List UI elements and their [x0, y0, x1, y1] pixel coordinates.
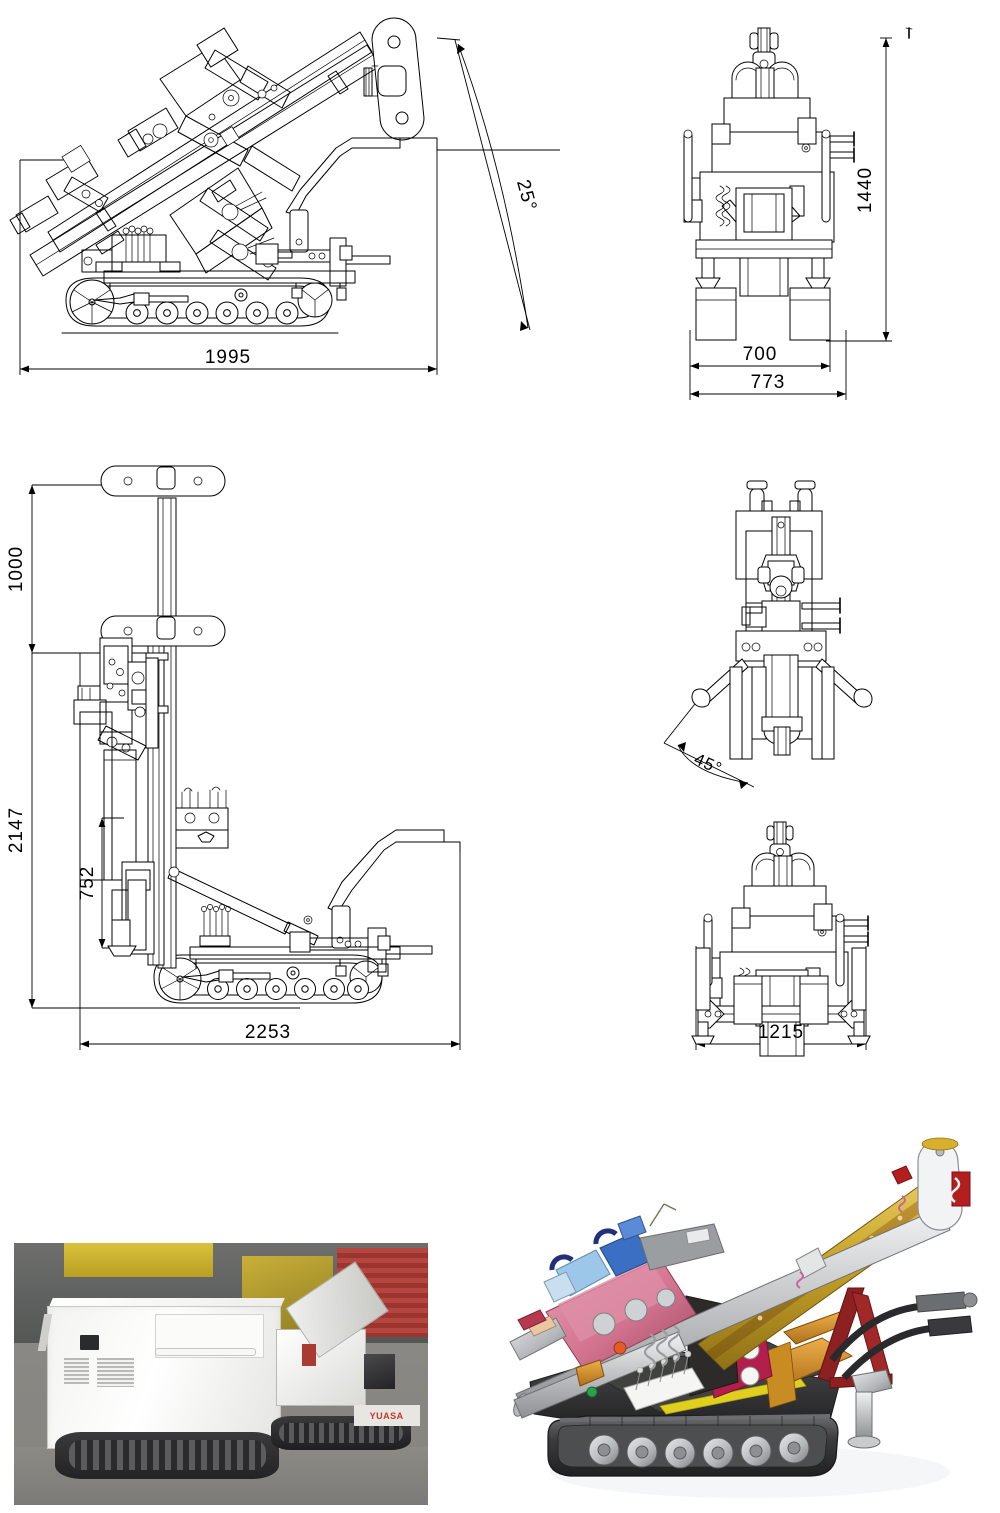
view-rear-elevation-outriggers-deployed: 1215: [650, 818, 1000, 1073]
rear-control-arm-3: [289, 829, 461, 973]
view-2-geometry: 1440 700 773: [683, 27, 913, 400]
rod-holder-1: [199, 187, 277, 281]
swing-frame-1: [81, 167, 273, 274]
photo-powerpack-handle: [154, 1347, 257, 1357]
deck-valve-bank-3: [199, 904, 231, 947]
lower-chuck-4: [761, 716, 803, 756]
control-console-3: [175, 786, 229, 849]
dim-label-1000: 1000: [6, 546, 27, 592]
render-mast-clamp: [795, 1247, 827, 1289]
photo-powerpack-vent-right: [96, 1358, 135, 1388]
dim-label-1215: 1215: [758, 1022, 804, 1043]
dim-label-2147: 2147: [6, 807, 27, 853]
view-front-elevation: 1440 700 773: [640, 0, 1000, 430]
dimension-frame-1995: [19, 149, 560, 375]
lower-frame-4: [735, 630, 827, 760]
valve-bank-1: [121, 225, 161, 273]
guide-rails-2: [683, 129, 855, 223]
render-rotary-head: [509, 1203, 725, 1371]
outrigger-legs-5: [691, 947, 871, 1045]
render-track-front: [547, 1414, 839, 1477]
render-geometry: [509, 1137, 978, 1498]
drill-head-carriage-3: [73, 637, 159, 761]
side-rams-4: [741, 597, 841, 634]
view-1-geometry: 1995 25°: [9, 17, 560, 375]
dimension-frame-773: [689, 330, 847, 400]
render-rear-jack: [847, 1369, 893, 1449]
photo-rig-red-part: [301, 1343, 316, 1367]
photo-powerpack-vent-left: [63, 1358, 89, 1385]
photo-yellow-container: [63, 1243, 213, 1278]
view-4-geometry: 45°: [663, 480, 873, 789]
cross-beam-2: [695, 239, 833, 259]
render-springs: [643, 1325, 681, 1371]
chassis-frame-3: [189, 946, 401, 977]
photo-drill-rig: [262, 1261, 403, 1432]
chassis-frame-1: [95, 261, 356, 301]
dim-label-752: 752: [77, 866, 98, 901]
render-3d-drill-rig: [500, 1120, 996, 1510]
photo-yuasa-text: YUASA: [369, 1410, 404, 1421]
view-rear-elevation-outriggers-spread: 45°: [650, 455, 1000, 805]
view-5-geometry: 1215: [691, 821, 871, 1057]
dim-label-2253: 2253: [245, 1022, 291, 1043]
rotary-head-4: [745, 554, 805, 634]
feed-cylinder-1: [9, 144, 109, 235]
render-road-wheels: [588, 1432, 810, 1469]
control-arm-1: [255, 137, 438, 287]
dim-label-700: 700: [743, 344, 778, 365]
drill-head-assembly-1: [117, 27, 301, 192]
dim-label-25deg: 25°: [512, 178, 540, 214]
outrigger-legs-2: [695, 257, 831, 341]
view-3-geometry: 1000 2147 752 2253: [6, 465, 461, 1050]
dimension-frame-1440: [826, 37, 892, 342]
front-jack-3: [107, 861, 155, 957]
render-control-handles: [829, 1291, 978, 1381]
render-mast-head: [917, 1137, 971, 1231]
dim-label-773: 773: [751, 372, 786, 393]
mast-head-sheave-1: [363, 17, 425, 141]
dim-label-1440: 1440: [855, 167, 876, 213]
view-side-elevation-mast-raised: 1995 25°: [0, 0, 560, 430]
angle-arc-25: [436, 37, 531, 331]
outrigger-arms-4: [691, 658, 873, 760]
photo-powerpack-track: [55, 1431, 279, 1479]
render-orange-frame: [744, 1311, 854, 1409]
photo-powerpack-window: [80, 1334, 99, 1351]
dimension-frame-2147: [28, 653, 300, 1009]
mast-top-2: [749, 27, 779, 83]
render-front-jack: [575, 1359, 605, 1398]
crawler-track-3: [153, 954, 383, 1004]
view-side-elevation-mast-vertical: 1000 2147 752 2253: [0, 450, 500, 1070]
dim-label-1995: 1995: [205, 347, 251, 368]
photo-yuasa-sign: YUASA: [353, 1405, 420, 1427]
dim-label-45deg: 45°: [691, 749, 725, 778]
render-mast-clamp-2: [891, 1165, 913, 1213]
render-valve-bank: [623, 1350, 705, 1411]
photo-rig-engine: [363, 1353, 395, 1389]
crawler-track-1: [61, 277, 339, 334]
luffing-cylinder-3: [167, 866, 319, 946]
photo-powerpack-and-rig: YUASA: [14, 1243, 428, 1505]
